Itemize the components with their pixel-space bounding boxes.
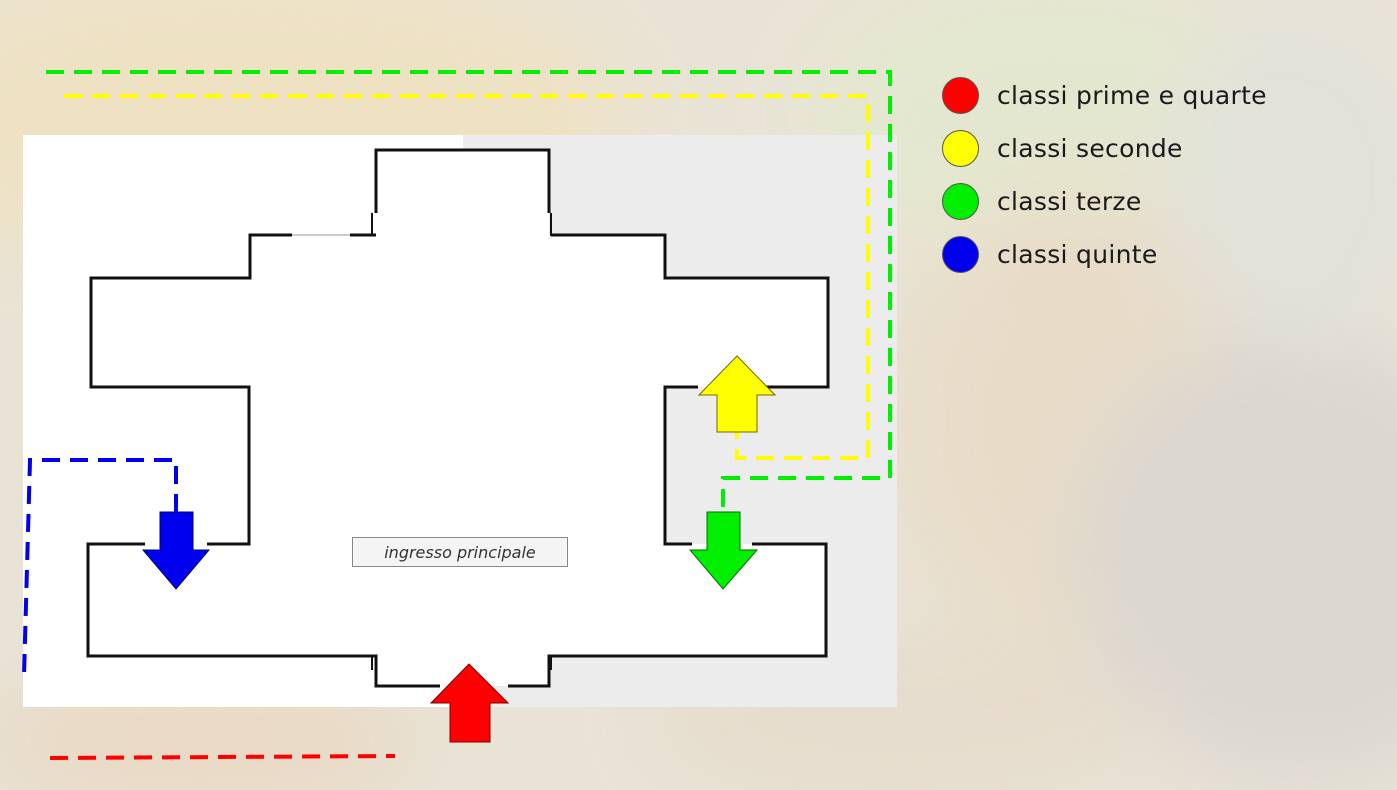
wall-top-tower [374,148,551,213]
legend-label: classi quinte [997,240,1158,269]
wall-right-inner [663,385,698,546]
blue-dot-icon [942,236,979,273]
arrow-green-down [688,511,759,590]
building-interior [88,150,828,686]
path-green [46,70,892,512]
legend-label: classi terze [997,187,1142,216]
wall-right-bottom [508,542,828,688]
arrow-yellow-up [697,355,777,433]
legend: classi prime e quarte classi seconde cla… [942,76,1267,274]
wall-left-inner [89,233,292,546]
legend-item-green: classi terze [942,182,1267,221]
red-dot-icon [942,77,979,114]
legend-label: classi seconde [997,134,1183,163]
green-dot-icon [942,183,979,220]
arrow-blue-down [141,511,211,590]
legend-label: classi prime e quarte [997,81,1267,110]
yellow-dot-icon [942,130,979,167]
legend-item-yellow: classi seconde [942,129,1267,168]
wall-bottom-left [86,542,440,688]
entrance-label: ingresso principale [352,537,568,567]
path-yellow [64,94,870,460]
legend-item-red: classi prime e quarte [942,76,1267,115]
legend-item-blue: classi quinte [942,235,1267,274]
path-red [49,754,396,760]
building-walls [86,148,830,688]
wall-top-right [551,233,830,389]
path-blue [22,458,178,677]
arrow-red-up [429,663,510,743]
